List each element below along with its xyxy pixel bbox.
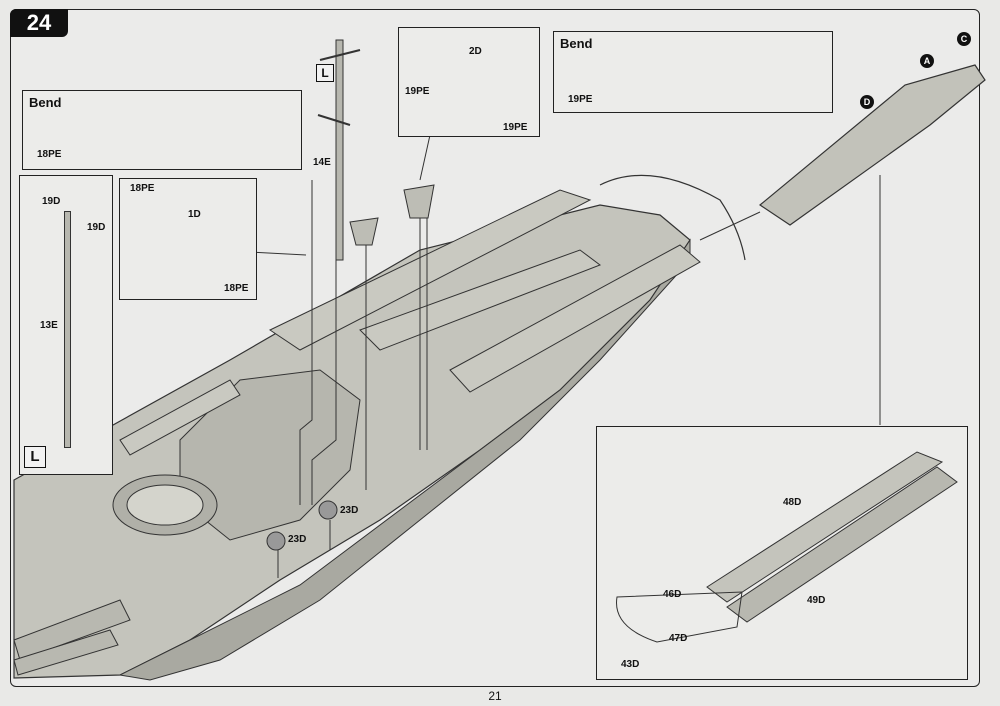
part-label: 47D xyxy=(669,633,688,644)
part-label: 18PE xyxy=(130,183,155,194)
marker-c: C xyxy=(957,32,971,46)
mast-shape xyxy=(64,211,71,448)
marker-a: A xyxy=(920,54,934,68)
part-label: 19D xyxy=(87,222,106,233)
part-label: 19PE xyxy=(503,122,528,133)
detail-box-18pe: 18PE 1D 18PE xyxy=(119,178,257,300)
sprue-tag-l: L xyxy=(24,446,46,468)
bend-box-18pe: Bend 18PE xyxy=(22,90,302,170)
part-label-14e: 14E xyxy=(313,157,331,168)
bend-title: Bend xyxy=(29,95,62,110)
page-number: 21 xyxy=(488,689,502,703)
part-label: 19PE xyxy=(568,94,593,105)
mast-detail-box: 19D 19D 13E L xyxy=(19,175,113,475)
part-label: 48D xyxy=(783,497,802,508)
part-label: 19PE xyxy=(405,86,430,97)
part-label: 43D xyxy=(621,659,640,670)
part-label: 13E xyxy=(40,320,58,331)
part-label-23d: 23D xyxy=(288,534,307,545)
bend-box-19pe: Bend 19PE xyxy=(553,31,833,113)
bend-title: Bend xyxy=(560,36,593,51)
marker-d: D xyxy=(860,95,874,109)
step-number: 24 xyxy=(10,9,68,37)
part-label: 49D xyxy=(807,595,826,606)
tube-drawing xyxy=(616,451,958,643)
sprue-tag-l: L xyxy=(316,64,334,82)
part-label: 18PE xyxy=(224,283,249,294)
part-label: 19D xyxy=(42,196,61,207)
part-label: 2D xyxy=(469,46,482,57)
detail-box-19pe: 2D 19PE 19PE xyxy=(398,27,540,137)
part-label-23d: 23D xyxy=(340,505,359,516)
torpedo-tube-detail-box: 48D 49D 46D 47D 43D xyxy=(596,426,968,680)
part-label: 1D xyxy=(188,209,201,220)
part-label: 18PE xyxy=(37,149,62,160)
part-label: 46D xyxy=(663,589,682,600)
